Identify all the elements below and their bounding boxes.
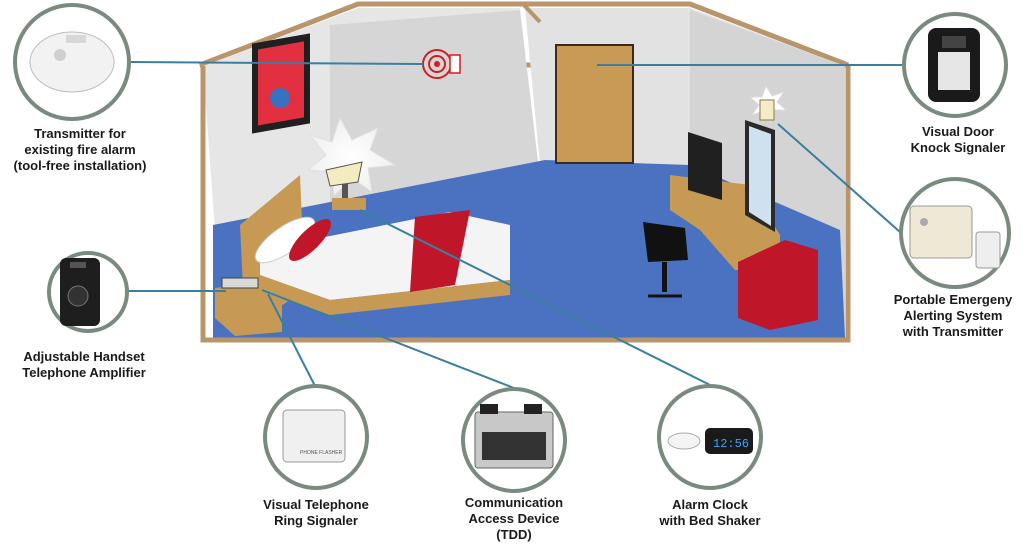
callout-line: Transmitter for	[34, 126, 126, 141]
door-knock-signaler-badge	[902, 12, 1008, 118]
callout-line: Visual Telephone	[263, 497, 369, 512]
callout-line: Access Device	[468, 511, 560, 526]
portable-alerting-badge	[899, 177, 1011, 289]
callout-portable-alerting: Portable Emergeny Alerting System with T…	[884, 292, 1022, 340]
callout-line: Knock Signaler	[910, 140, 1006, 155]
callout-line: Adjustable Handset	[23, 349, 145, 364]
connector-fire-alarm	[129, 61, 424, 65]
callout-line: Alerting System	[903, 308, 1003, 323]
callout-line: Telephone Amplifier	[22, 365, 146, 380]
ring-signaler-badge: PHONE FLASHER	[263, 384, 369, 490]
callout-line: Portable Emergeny	[893, 292, 1013, 307]
wall-door-signaler-icon	[748, 84, 788, 124]
callout-line: Alarm Clock	[672, 497, 748, 512]
connector-lines	[128, 61, 905, 389]
connector-alarm-clock	[359, 209, 711, 386]
callout-line: with Bed Shaker	[659, 513, 761, 528]
connector-tdd	[261, 289, 515, 389]
wall-picture-art	[258, 41, 304, 126]
callout-line: Visual Door	[921, 124, 994, 139]
door	[555, 44, 634, 164]
phone-flasher-label: PHONE FLASHER	[300, 450, 343, 456]
roof-divider	[521, 2, 542, 24]
fire-alarm-transmitter-badge	[13, 3, 131, 121]
bedside-lamp	[306, 116, 397, 210]
callout-alarm-clock: Alarm Clock with Bed Shaker	[645, 497, 775, 529]
callout-line: (tool-free installation)	[13, 158, 147, 173]
callout-telephone-ring-signaler: Visual Telephone Ring Signaler	[246, 497, 386, 529]
callout-line: existing fire alarm	[24, 142, 136, 157]
handset-amplifier-badge	[47, 251, 129, 333]
alarm-clock-badge: 12:56	[657, 384, 763, 490]
callout-line: Ring Signaler	[274, 513, 358, 528]
callout-line: Communication	[464, 495, 564, 510]
callout-line: with Transmitter	[902, 324, 1004, 339]
tdd-badge	[461, 387, 567, 493]
callout-handset-amplifier: Adjustable Handset Telephone Amplifier	[4, 349, 164, 381]
desk-area	[643, 120, 818, 330]
alarm-clock-time: 12:56	[713, 437, 749, 451]
connector-portable-alerting	[777, 123, 901, 233]
callout-door-knock-signaler: Visual Door Knock Signaler	[898, 124, 1018, 156]
nightstand	[215, 277, 282, 336]
wall-picture-detail	[270, 88, 290, 108]
house-cutaway	[199, 1, 851, 343]
callout-line: (TDD)	[496, 527, 532, 542]
house-frame	[200, 66, 851, 343]
callout-tdd: Communication Access Device (TDD)	[444, 495, 584, 543]
connector-ring-signaler	[267, 293, 316, 387]
callout-fire-alarm-transmitter: Transmitter for existing fire alarm (too…	[10, 126, 150, 174]
